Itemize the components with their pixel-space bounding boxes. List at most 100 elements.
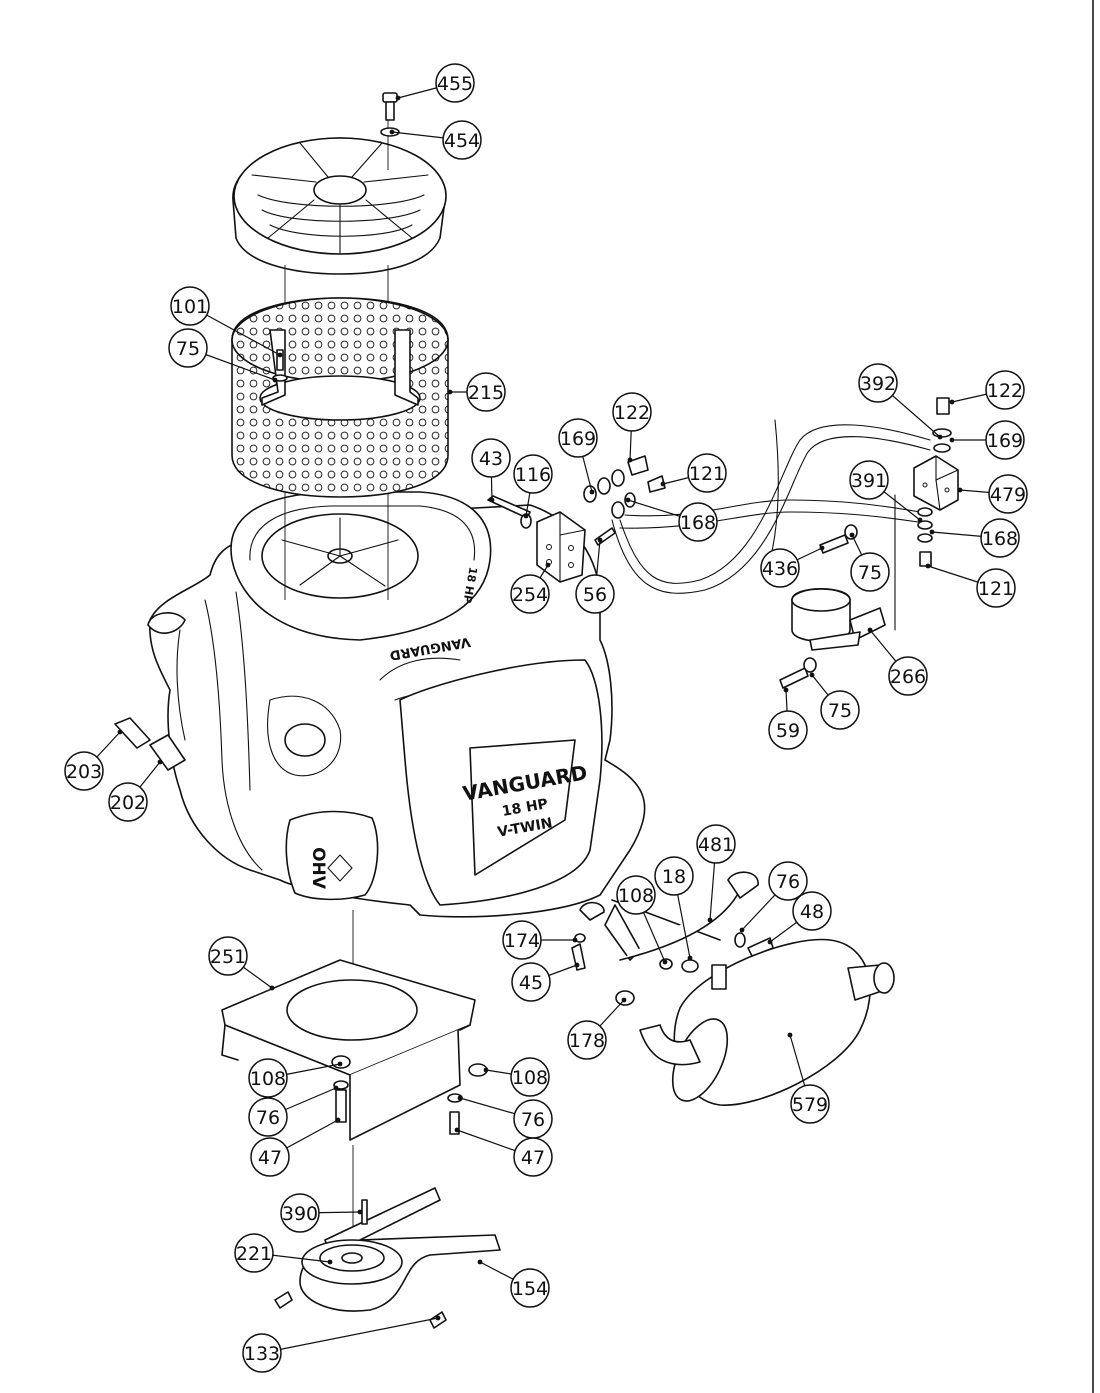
callout-label: 390 [282,1203,318,1225]
callout-label: 479 [990,484,1026,506]
callout-label: 108 [618,885,654,907]
leader-arrowhead [457,1095,463,1101]
callout-154: 154 [477,1259,550,1308]
callout-75: 75 [809,672,860,730]
callout-116: 116 [513,454,553,519]
callout-bubble [858,363,898,403]
callout-label: 168 [982,528,1018,550]
callout-18: 18 [654,856,694,961]
callout-108: 108 [616,875,668,965]
callout-bubble [466,372,506,412]
callout-121: 121 [660,453,727,493]
pulley-belt [274,1187,501,1329]
fuel-filter [791,587,886,651]
callout-label: 169 [987,430,1023,452]
callout-bubble [513,1137,553,1177]
callout-133: 133 [242,1315,441,1373]
callout-43: 43 [471,438,511,503]
callout-168: 168 [929,518,1020,558]
callout-bubble [575,574,615,614]
callout-label: 481 [698,834,734,856]
callout-251: 251 [208,936,275,991]
callout-bubble [768,710,808,750]
callout-label: 75 [176,338,200,360]
leader-arrowhead [929,529,935,535]
callout-label: 76 [521,1109,545,1131]
callout-121: 121 [925,563,1016,608]
housing-hp-text: 18 HP [460,566,479,604]
callout-75: 75 [849,532,890,592]
callout-266: 266 [867,627,928,696]
callout-label: 133 [244,1343,280,1365]
callout-bubble [510,1057,550,1097]
callout-label: 178 [569,1030,605,1052]
leader-arrowhead [589,489,595,495]
engine: VANGUARD 18 HP V-TWIN VANGUARD 18 HP OHV [147,491,646,918]
callout-label: 48 [800,901,824,923]
leader-arrowhead [867,627,873,633]
leader-arrowhead [489,497,495,503]
leader-arrowhead [787,1032,793,1038]
leader-arrowhead [545,562,551,568]
callout-bubble [980,518,1020,558]
callout-label: 266 [890,666,926,688]
leader-arrowhead [335,1117,341,1123]
leader-arrowhead [574,962,580,968]
callout-bubble [108,782,148,822]
leader-arrowhead [333,1085,339,1091]
callout-bubble [64,751,104,791]
callout-bubble [208,936,248,976]
leader-arrowhead [767,939,773,945]
nameplate-hp: 18 HP [501,796,549,820]
leader-arrowhead [327,1259,333,1265]
callout-label: 168 [680,512,716,534]
callout-label: 45 [519,972,543,994]
callout-202: 202 [108,759,163,822]
callout-108: 108 [248,1058,343,1098]
callout-bubble [442,120,482,160]
callout-75: 75 [168,328,278,383]
callout-76: 76 [248,1085,339,1137]
callout-label: 251 [210,946,246,968]
leader-arrowhead [809,672,815,678]
callout-bubble [820,690,860,730]
callout-168: 168 [625,497,718,542]
leader-arrowhead [660,481,666,487]
callout-bubble [760,548,800,588]
callout-579: 579 [787,1032,830,1124]
callout-label: 43 [479,448,503,470]
callout-bubble [985,370,1025,410]
callout-label: 56 [583,584,607,606]
callout-169: 169 [949,420,1025,460]
callout-label: 122 [614,402,650,424]
callout-label: 455 [437,73,473,95]
callout-bubble [768,861,808,901]
callout-479: 479 [957,474,1028,514]
callout-76: 76 [739,861,808,933]
callout-label: 392 [860,373,896,395]
fuel-lines [611,419,931,631]
fasteners-fuel [487,397,952,689]
leader-arrowhead [925,563,931,569]
callout-label: 108 [250,1068,286,1090]
mounting-plate [221,959,488,1141]
callout-label: 254 [512,584,548,606]
leader-arrowhead [277,352,283,358]
leader-arrowhead [849,532,855,538]
callout-bubble [242,1333,282,1373]
callout-254: 254 [510,562,551,614]
callout-169: 169 [558,418,598,495]
leader-arrowhead [117,729,123,735]
callout-bubble [168,328,208,368]
leader-arrowhead [477,1259,483,1265]
callout-bubble [790,1084,830,1124]
leader-arrowhead [357,1209,363,1215]
callout-bubble [678,502,718,542]
callout-47: 47 [454,1127,553,1177]
callout-221: 221 [234,1233,333,1273]
callout-392: 392 [858,363,943,440]
leader-arrowhead [435,1315,441,1321]
